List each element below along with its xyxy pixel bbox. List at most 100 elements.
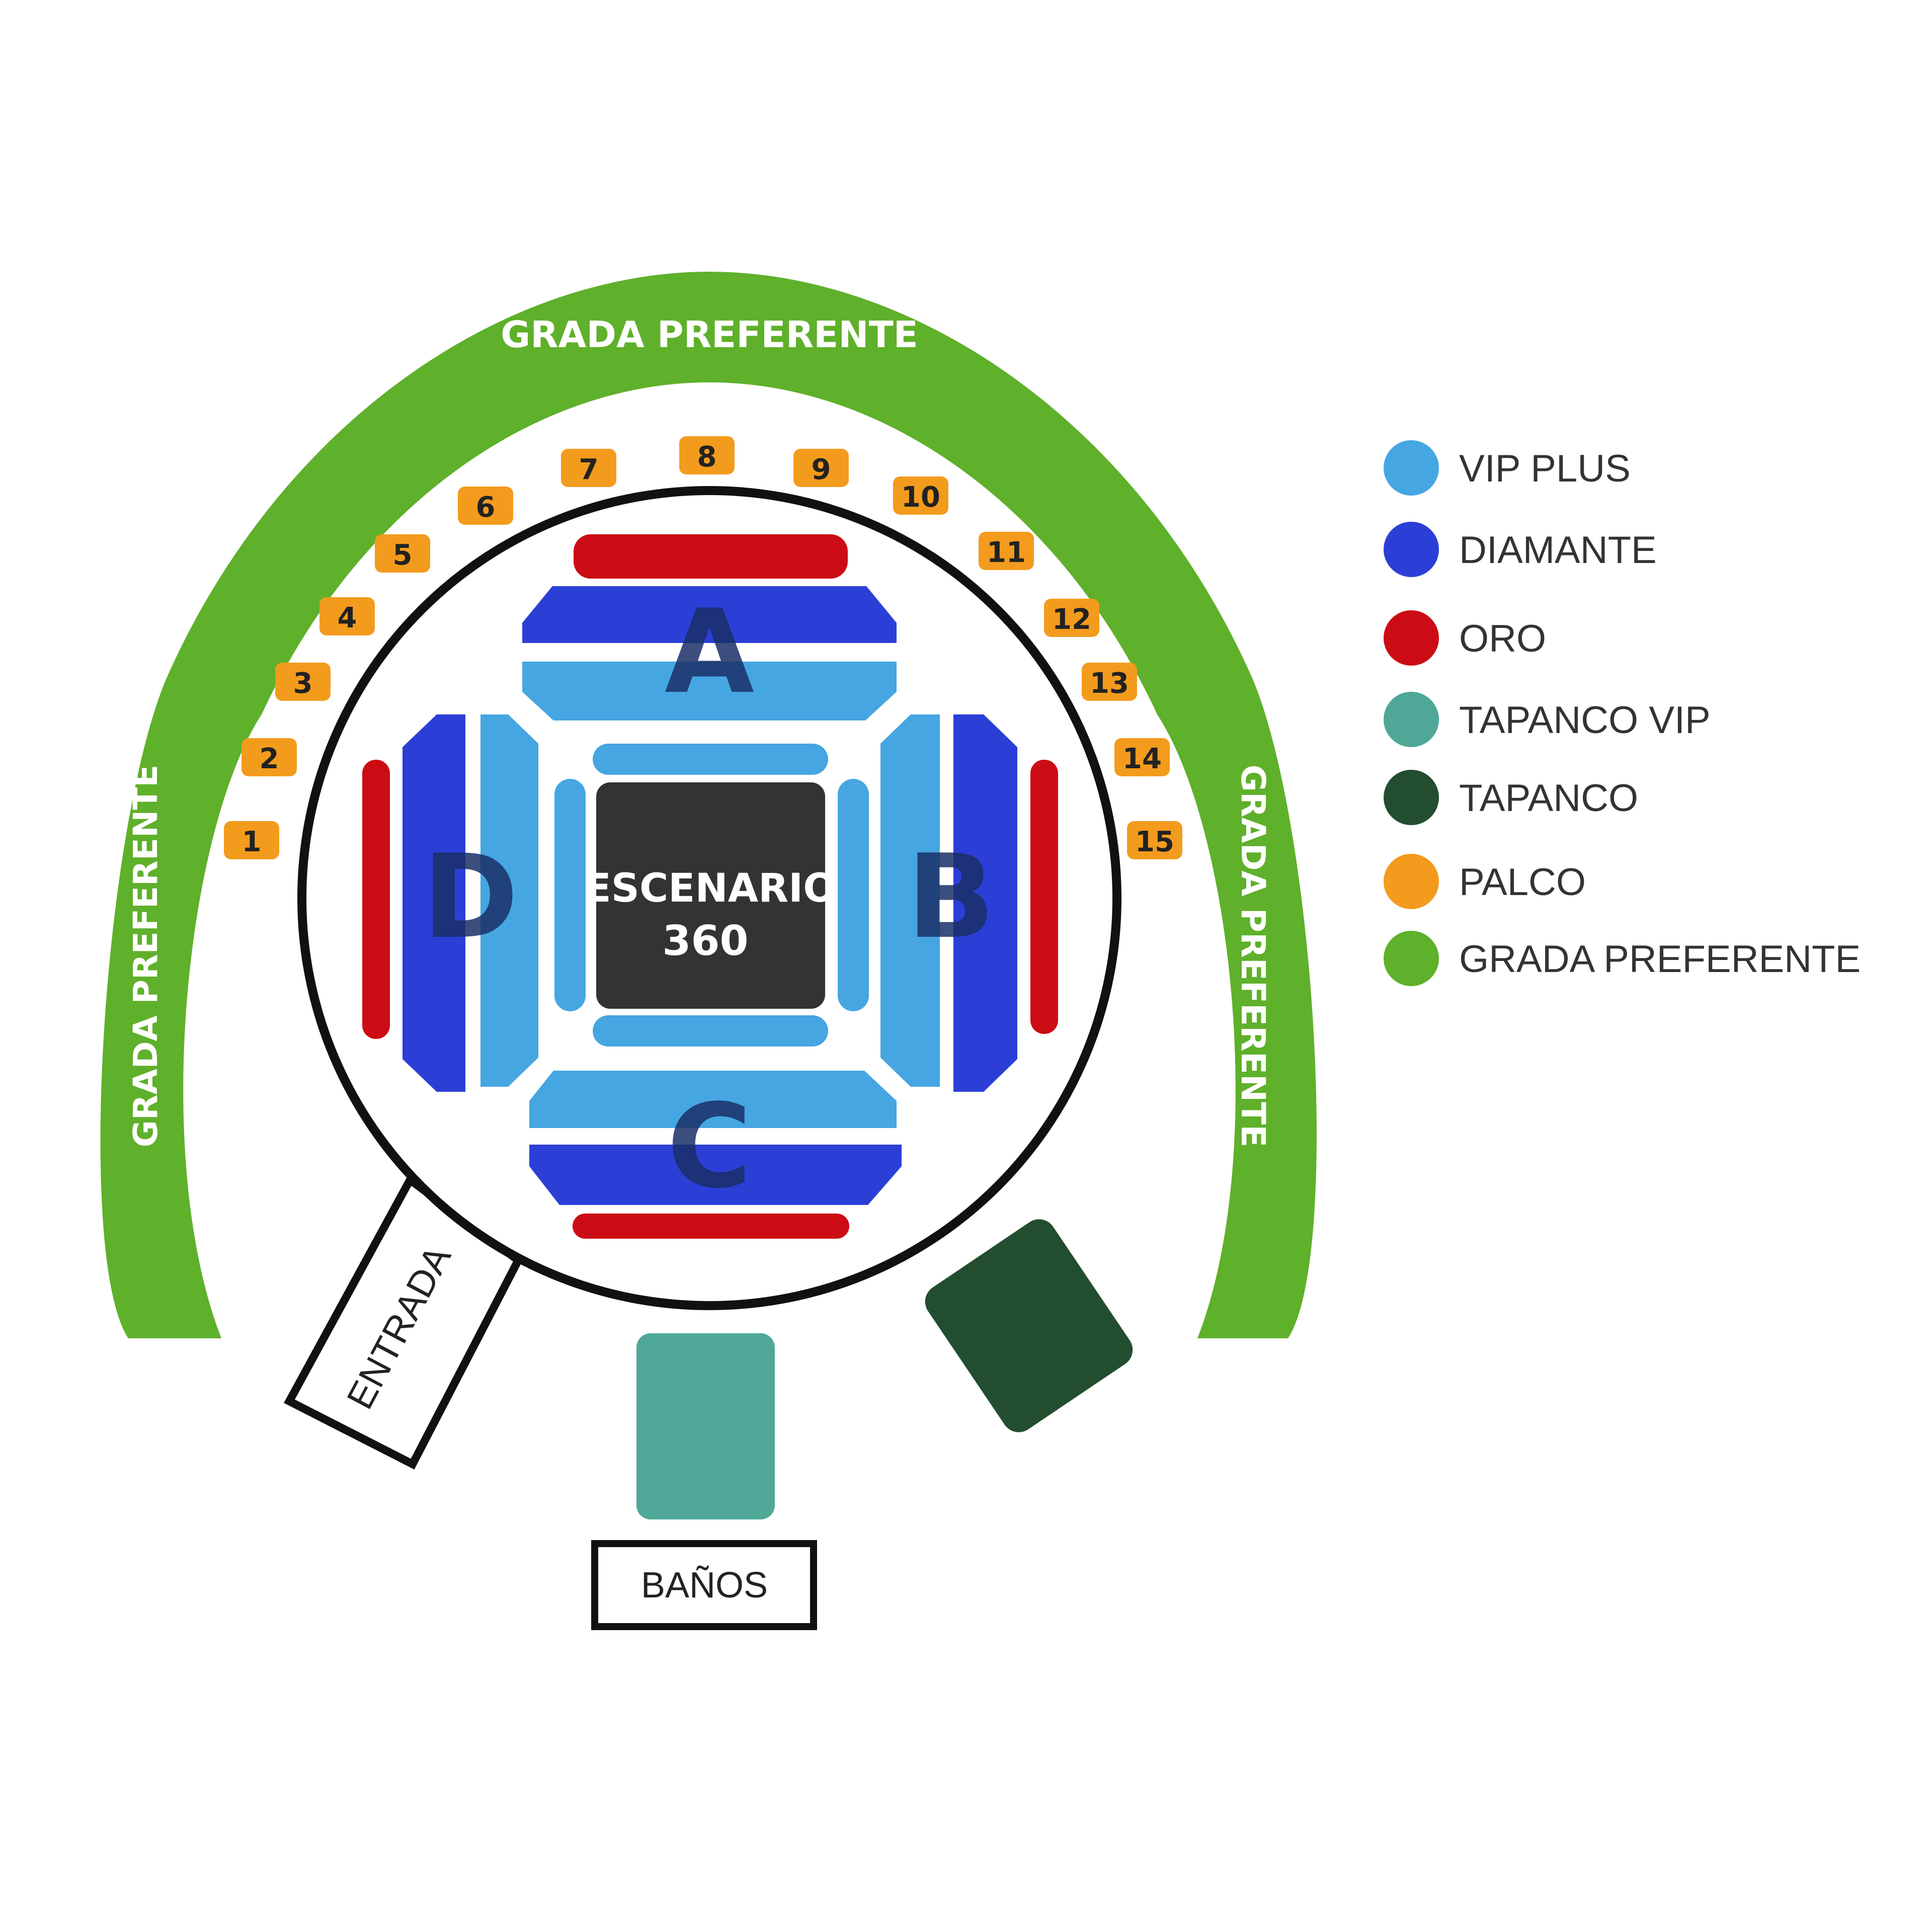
palco-4[interactable]: 4: [319, 597, 375, 635]
legend-label: DIAMANTE: [1459, 529, 1657, 572]
palco-number: 1: [242, 826, 262, 858]
palco-12[interactable]: 12: [1044, 599, 1099, 637]
palco-box[interactable]: [319, 597, 375, 635]
section-a-oro[interactable]: [574, 534, 848, 579]
legend-swatch: [1384, 931, 1439, 986]
section-c-vip-plus[interactable]: [529, 1071, 897, 1128]
legend-item-tapanco-vip: TAPANCO VIP: [1384, 692, 1711, 747]
section-a-diamante[interactable]: [522, 586, 897, 643]
legend-label: ORO: [1459, 617, 1546, 660]
palco-box[interactable]: [561, 449, 616, 487]
palco-number: 9: [812, 453, 831, 486]
legend-swatch: [1384, 522, 1439, 577]
section-d[interactable]: D: [362, 714, 538, 1092]
legend-item-palco: PALCO: [1384, 854, 1586, 909]
stage-block: [596, 782, 825, 1009]
palco-number: 3: [293, 667, 313, 700]
stage: ESCENARIO 360: [584, 782, 837, 1009]
legend-swatch: [1384, 440, 1439, 496]
palco-number: 12: [1052, 603, 1091, 636]
palco-14[interactable]: 14: [1114, 738, 1170, 776]
section-b-letter: B: [907, 830, 995, 964]
palco-9[interactable]: 9: [793, 449, 849, 487]
section-d-diamante[interactable]: [403, 714, 465, 1092]
legend-item-diamante: DIAMANTE: [1384, 522, 1657, 577]
palco-box[interactable]: [1114, 738, 1170, 776]
legend-swatch: [1384, 770, 1439, 825]
grada-left-label: GRADA PREFERENTE: [126, 765, 165, 1148]
section-c-diamante[interactable]: [529, 1145, 902, 1205]
section-a-vip-plus[interactable]: [522, 662, 897, 720]
grada-top-label: GRADA PREFERENTE: [501, 313, 918, 356]
section-c-oro[interactable]: [573, 1214, 849, 1239]
stage-label-line2: 360: [662, 917, 748, 965]
palco-number: 10: [901, 481, 940, 514]
inner-vip-plus-bottom[interactable]: [593, 1015, 828, 1046]
palco-11[interactable]: 11: [979, 532, 1034, 570]
tapanco-vip-section[interactable]: [636, 1333, 775, 1519]
palco-number: 14: [1122, 743, 1162, 775]
palco-box[interactable]: [1127, 821, 1182, 859]
legend: VIP PLUS DIAMANTE ORO TAPANCO VIP TAPANCO PAL…: [1384, 440, 1861, 986]
palco-number: 15: [1135, 826, 1174, 858]
restrooms-box[interactable]: [591, 1540, 817, 1630]
section-c[interactable]: C: [529, 1071, 902, 1239]
legend-label: PALCO: [1459, 861, 1586, 904]
palco-number: 5: [393, 539, 413, 572]
restrooms-label: BAÑOS: [641, 1565, 768, 1605]
palco-3[interactable]: 3: [275, 663, 331, 701]
section-a-letter: A: [665, 585, 754, 719]
palco-box[interactable]: [375, 534, 430, 573]
palco-6[interactable]: 6: [458, 487, 513, 525]
section-d-vip-plus[interactable]: [480, 714, 538, 1087]
palco-15[interactable]: 15: [1127, 821, 1182, 859]
palco-1[interactable]: 1: [224, 821, 279, 859]
palco-8[interactable]: 8: [679, 436, 735, 474]
palco-2[interactable]: 2: [242, 738, 297, 776]
palco-box[interactable]: [979, 532, 1034, 570]
section-b[interactable]: B: [880, 714, 1058, 1092]
palco-box[interactable]: [275, 663, 331, 701]
palco-7[interactable]: 7: [561, 449, 616, 487]
legend-swatch: [1384, 610, 1439, 666]
legend-item-tapanco: TAPANCO: [1384, 770, 1638, 825]
palco-box[interactable]: [893, 476, 948, 515]
palco-number: 7: [579, 453, 599, 486]
restrooms[interactable]: BAÑOS: [591, 1540, 817, 1630]
legend-label: VIP PLUS: [1459, 447, 1631, 490]
palco-number: 2: [260, 743, 279, 775]
legend-item-oro: ORO: [1384, 610, 1546, 666]
palco-box[interactable]: [793, 449, 849, 487]
section-a[interactable]: A: [522, 534, 897, 720]
tapanco-section[interactable]: [919, 1213, 1140, 1439]
stage-label-line1: ESCENARIO: [584, 866, 836, 911]
palco-10[interactable]: 10: [893, 476, 948, 515]
section-b-oro[interactable]: [1030, 760, 1058, 1034]
section-d-letter: D: [423, 830, 519, 964]
palco-box[interactable]: [458, 487, 513, 525]
section-c-letter: C: [667, 1080, 752, 1214]
inner-vip-plus-left[interactable]: [554, 779, 586, 1011]
palco-13[interactable]: 13: [1082, 663, 1137, 701]
palco-box[interactable]: [1082, 663, 1137, 701]
palco-5[interactable]: 5: [375, 534, 430, 573]
section-d-oro[interactable]: [362, 760, 390, 1039]
legend-swatch: [1384, 854, 1439, 909]
palco-box[interactable]: [224, 821, 279, 859]
palco-box[interactable]: [242, 738, 297, 776]
palco-number: 11: [987, 536, 1026, 569]
section-b-vip-plus[interactable]: [880, 714, 940, 1087]
palco-number: 4: [338, 602, 357, 634]
palco-number: 13: [1090, 667, 1129, 700]
legend-item-grada-preferente: GRADA PREFERENTE: [1384, 931, 1861, 986]
section-b-diamante[interactable]: [953, 714, 1017, 1092]
inner-vip-plus-top[interactable]: [593, 744, 828, 775]
legend-label: TAPANCO: [1459, 777, 1638, 820]
palco-box[interactable]: [679, 436, 735, 474]
palco-number: 8: [697, 441, 717, 473]
inner-vip-plus-right[interactable]: [838, 779, 869, 1011]
legend-swatch: [1384, 692, 1439, 747]
palco-box[interactable]: [1044, 599, 1099, 637]
